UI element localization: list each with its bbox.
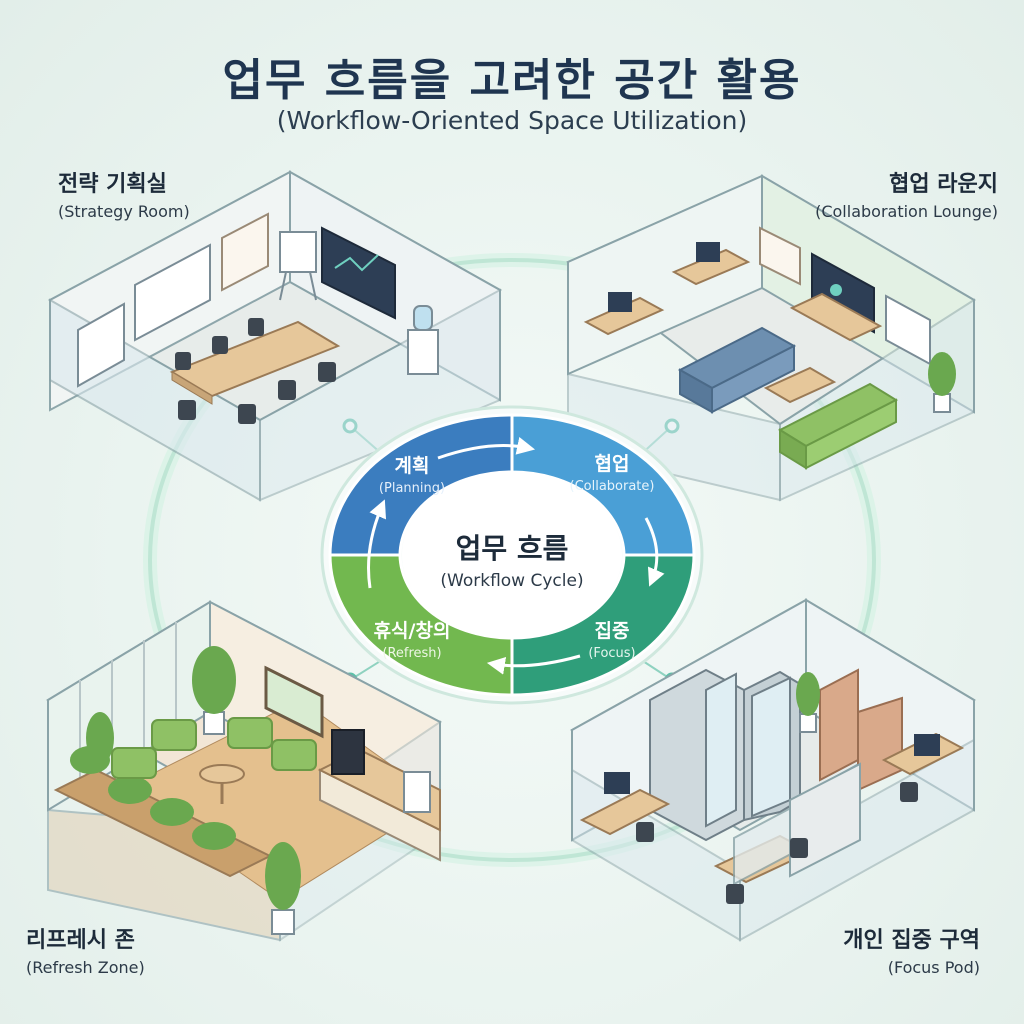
stage-focus-ko: 집중 [595, 620, 630, 642]
page-title: 업무 흐름을 고려한 공간 활용 [222, 55, 802, 106]
stage-focus-en: (Focus) [588, 646, 635, 661]
zone-refresh-en: (Refresh Zone) [26, 958, 145, 977]
cycle-segment-refresh [328, 553, 514, 697]
cycle-center-disc [402, 473, 622, 637]
focus-pod-illustration [569, 598, 977, 942]
zone-focus-en: (Focus Pod) [887, 958, 980, 977]
strategy-room-illustration [47, 170, 503, 502]
cycle-arrows [367, 436, 665, 675]
stage-refresh-en: (Refresh) [382, 646, 441, 661]
refresh-zone-illustration [46, 600, 442, 942]
zone-collab-en: (Collaboration Lounge) [815, 202, 998, 221]
page-subtitle: (Workflow-Oriented Space Utilization) [276, 106, 748, 135]
collab-lounge-illustration [566, 174, 976, 502]
zone-refresh-ko: 리프레시 존 [26, 928, 135, 953]
cycle-center-label-en: (Workflow Cycle) [440, 571, 583, 591]
cycle-center-label-ko: 업무 흐름 [456, 532, 569, 565]
zone-strategy-ko: 전략 기획실 [58, 172, 167, 197]
stage-planning-en: (Planning) [379, 481, 445, 496]
cycle-labels: 업무 흐름 (Workflow Cycle) 계획 (Planning) 협업 … [374, 453, 655, 661]
stage-collaborate-en: (Collaborate) [570, 479, 655, 494]
outer-glow-ring [143, 253, 881, 867]
stage-refresh-ko: 휴식/창의 [374, 620, 451, 642]
zone-label-collab: 협업 라운지 (Collaboration Lounge) [815, 166, 998, 221]
zone-collab-ko: 협업 라운지 [889, 172, 998, 197]
zone-label-strategy: 전략 기획실 (Strategy Room) [58, 166, 190, 221]
stage-collaborate-ko: 협업 [595, 453, 630, 475]
zone-label-focus: 개인 집중 구역 (Focus Pod) [843, 922, 980, 977]
workflow-cycle [320, 405, 704, 705]
zone-label-refresh: 리프레시 존 (Refresh Zone) [26, 922, 145, 977]
zone-focus-ko: 개인 집중 구역 [843, 928, 980, 953]
stage-planning-ko: 계획 [395, 455, 430, 477]
zone-strategy-en: (Strategy Room) [58, 202, 190, 221]
